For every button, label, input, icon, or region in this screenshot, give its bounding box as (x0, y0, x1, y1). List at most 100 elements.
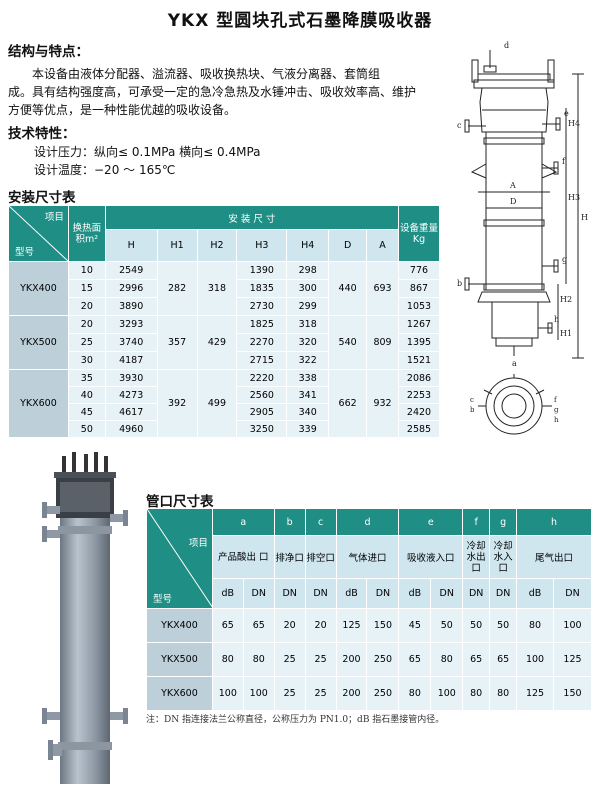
area-header: 换热面积m² (67, 205, 106, 262)
model-cell: YKX400 (8, 261, 69, 316)
H3-cell: 1825 (236, 315, 288, 334)
corner-diagonal (9, 206, 69, 262)
nozzle-value: 100 (516, 642, 554, 677)
drawing-label-H2: H2 (560, 295, 572, 304)
area-cell: 15 (67, 279, 106, 298)
H4-cell: 318 (286, 315, 330, 334)
nozzle-table-heading: 管口尺寸表 (146, 494, 214, 510)
install-table-heading: 安装尺寸表 (8, 190, 76, 206)
dim-header-H: H (104, 229, 158, 262)
drawing-label-A: A (509, 181, 516, 190)
H-cell: 3890 (104, 297, 158, 316)
nozzle-sub: dB (211, 578, 244, 609)
corner-diagonal (147, 509, 213, 608)
corner-label-model: 型号 (153, 594, 173, 605)
product-photo (42, 452, 128, 784)
drawing-label-a: a (512, 359, 517, 368)
install-group-header: 安 装 尺 寸 (104, 205, 400, 230)
nozzle-value: 80 (242, 642, 275, 677)
nozzle-letter-f: f (462, 508, 491, 536)
weight-cell: 1053 (398, 297, 440, 316)
nozzle-letter-g: g (489, 508, 518, 536)
install-size-table: 项目 型号 换热面积m² 安 装 尺 寸 设备重量Kg H H1 H2 H3 H… (8, 205, 440, 438)
technical-drawing: d c e f b g h a D A H H3 H4 H2 H1 c b f … (457, 41, 588, 435)
nozzle-model-cell: YKX500 (146, 642, 213, 677)
drawing-label-d: d (504, 41, 509, 50)
nozzle-value: 150 (366, 608, 400, 643)
nozzle-sub: dB (335, 578, 368, 609)
H4-cell: 300 (286, 279, 330, 298)
weight-cell: 1267 (398, 315, 440, 334)
weight-cell: 2420 (398, 403, 440, 421)
page-title: YKX 型圆块孔式石墨降膜吸收器 (167, 11, 433, 31)
nozzle-value: 65 (462, 642, 491, 677)
dim-header-H1: H1 (156, 229, 198, 262)
nozzle-value: 50 (430, 608, 464, 643)
area-cell: 50 (67, 420, 106, 438)
nozzle-name: 排净口 (273, 535, 306, 579)
nozzle-sub: DN (273, 578, 306, 609)
H-cell: 3293 (104, 315, 158, 334)
area-cell: 30 (67, 351, 106, 370)
nozzle-value: 45 (398, 608, 432, 643)
H3-cell: 1390 (236, 261, 288, 280)
drawing-label-D: D (510, 197, 516, 206)
nozzle-model-cell: YKX400 (146, 608, 213, 643)
corner-label-item: 项目 (44, 212, 64, 223)
weight-cell: 776 (398, 261, 440, 280)
H4-cell: 298 (286, 261, 330, 280)
H1-cell: 282 (156, 261, 198, 316)
H-cell: 3930 (104, 369, 158, 387)
nozzle-letter-c: c (304, 508, 337, 536)
structure-heading: 结构与特点： (8, 44, 89, 60)
corner-label-model: 型号 (15, 247, 35, 258)
plan-label-f: f (554, 396, 558, 404)
H4-cell: 339 (286, 420, 330, 438)
nozzle-sub: dB (516, 578, 554, 609)
corner-label-item: 项目 (188, 538, 208, 549)
nozzle-letter-b: b (273, 508, 306, 536)
nozzle-value: 125 (335, 608, 368, 643)
nozzle-value: 125 (553, 642, 592, 677)
D-cell: 662 (328, 369, 368, 438)
H2-cell: 499 (196, 369, 238, 438)
nozzle-model-cell: YKX600 (146, 676, 213, 711)
nozzle-name: 气体进口 (335, 535, 400, 579)
H4-cell: 322 (286, 351, 330, 370)
nozzle-value: 80 (516, 608, 554, 643)
H3-cell: 3250 (236, 420, 288, 438)
weight-cell: 867 (398, 279, 440, 298)
H4-cell: 341 (286, 386, 330, 404)
H3-cell: 2270 (236, 333, 288, 352)
drawing-label-g: g (562, 255, 567, 264)
nozzle-value: 150 (553, 676, 592, 711)
drawing-label-H1: H1 (560, 329, 572, 338)
structure-line: 方便等优点，是一种性能优越的吸收设备。 (8, 103, 237, 117)
area-cell: 25 (67, 333, 106, 352)
dim-header-H4: H4 (286, 229, 330, 262)
nozzle-sub: DN (430, 578, 464, 609)
area-cell: 10 (67, 261, 106, 280)
D-cell: 440 (328, 261, 368, 316)
nozzle-name: 吸收液入口 (398, 535, 464, 579)
nozzle-sub: DN (304, 578, 337, 609)
nozzle-value: 20 (273, 608, 306, 643)
dim-header-H3: H3 (236, 229, 288, 262)
dim-header-D: D (328, 229, 368, 262)
nozzle-value: 250 (366, 676, 400, 711)
nozzle-value: 25 (273, 642, 306, 677)
H4-cell: 320 (286, 333, 330, 352)
nozzle-value: 50 (462, 608, 491, 643)
area-cell: 20 (67, 315, 106, 334)
drawing-label-h: h (554, 315, 559, 324)
structure-line: 本设备由液体分配器、溢流器、吸收换热块、气液分离器、套筒组 (32, 67, 381, 81)
A-cell: 932 (366, 369, 399, 438)
nozzle-value: 50 (489, 608, 518, 643)
nozzle-sub: DN (366, 578, 400, 609)
nozzle-size-table: 项目 型号 a b c d e f g h 产品酸出 口 排净口 排空口 气体进… (146, 508, 592, 711)
A-cell: 809 (366, 315, 399, 370)
H-cell: 4960 (104, 420, 158, 438)
drawing-label-f: f (562, 157, 566, 166)
nozzle-value: 65 (211, 608, 244, 643)
structure-line: 成。具有结构强度高，可承受一定的急冷急热及水锤冲击、吸收效率高、维护 (8, 85, 417, 99)
